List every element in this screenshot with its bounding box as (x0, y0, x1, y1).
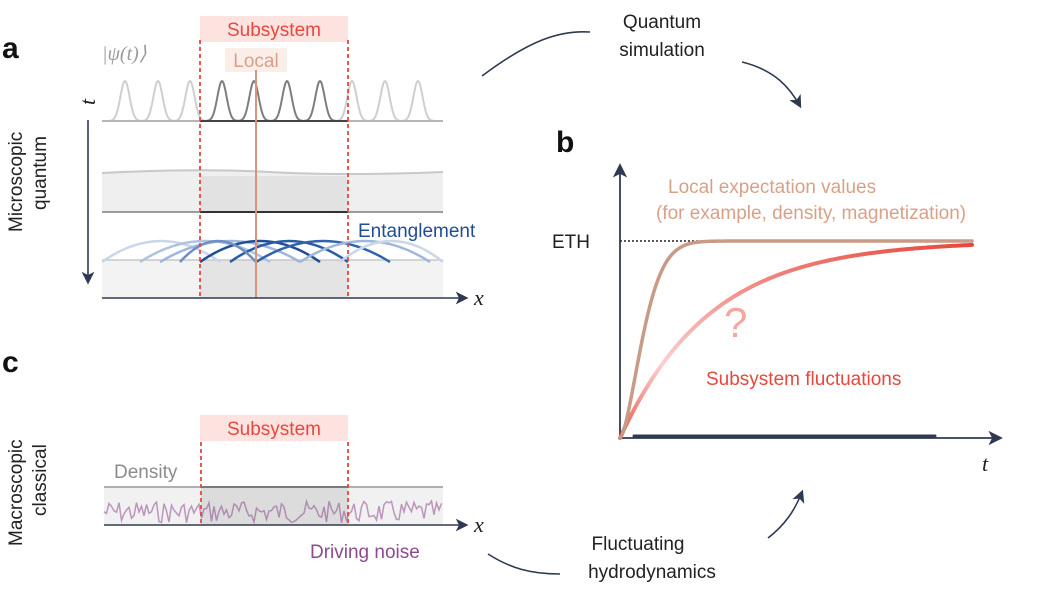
panel-c-side-label-1: Macroscopic (6, 439, 27, 546)
subsystem-label-a: Subsystem (227, 20, 321, 41)
subsystem-fluctuations-label: Subsystem fluctuations (706, 369, 901, 390)
wave-packets (108, 79, 435, 122)
subsystem-header-c (200, 415, 348, 441)
entanglement-arc (179, 239, 257, 263)
wave-packet (401, 79, 435, 122)
wave-packet (205, 79, 239, 122)
t-axis-label-b: t (982, 451, 989, 476)
fluct-hydro-label-2: hydrodynamics (588, 562, 716, 583)
question-mark: ? (724, 299, 747, 346)
subsystem-label-c: Subsystem (227, 419, 321, 440)
entanglement-arc (101, 239, 221, 264)
x-axis-label-c: x (473, 512, 484, 537)
entanglement-arc (199, 239, 321, 264)
band-row-2-top (101, 169, 444, 175)
driving-noise-trace (103, 498, 443, 525)
wave-packet (303, 79, 337, 122)
panel-a-side-label-1: Microscopic (6, 132, 27, 232)
state-label: |ψ(t)⟩ (102, 43, 147, 65)
density-label: Density (114, 462, 178, 483)
wave-packet (368, 79, 402, 122)
subsystem-header-a (200, 16, 348, 42)
entanglement-arc (255, 239, 391, 264)
arrow-from-fluct-hydro (767, 489, 805, 539)
wave-packet (335, 79, 369, 122)
panel-label-a: a (2, 32, 19, 65)
t-axis-label-a: t (75, 98, 100, 105)
entanglement-label: Entanglement (358, 221, 476, 242)
entanglement-arc (229, 239, 349, 264)
local-label: Local (233, 51, 278, 72)
eth-label: ETH (552, 232, 590, 253)
local-expectation-curve (618, 239, 974, 440)
entanglement-arc (299, 239, 431, 264)
band-row-3-sub (200, 260, 348, 298)
wave-packet (108, 79, 142, 122)
local-header (225, 48, 287, 72)
fluct-hydro-label-1: Fluctuating (592, 534, 685, 555)
entanglement-arcs (101, 239, 444, 264)
driving-noise-label: Driving noise (310, 542, 420, 563)
arrow-from-quantum-sim (741, 61, 802, 109)
subsystem-fluctuation-curve (618, 242, 974, 440)
x-axis-label-a: x (473, 285, 484, 310)
arrow-to-fluct-hydro (487, 553, 561, 575)
local-expectation-label-1: Local expectation values (668, 177, 876, 198)
entanglement-arc (159, 239, 301, 264)
local-expectation-label-2: (for example, density, magnetization) (656, 203, 966, 224)
panel-a-side-label-2: quantum (30, 136, 51, 210)
quantum-sim-label-1: Quantum (623, 12, 701, 33)
wave-packet (173, 79, 207, 122)
quantum-sim-label-2: simulation (619, 40, 705, 61)
entanglement-arc (339, 239, 444, 263)
panel-label-c: c (2, 346, 19, 379)
panel-c-side-label-2: classical (30, 444, 51, 516)
arrow-to-quantum-sim (481, 30, 591, 77)
panel-label-b: b (556, 126, 574, 159)
wave-packet (237, 79, 271, 122)
wave-packet (141, 79, 175, 122)
band-row-2-sub (200, 176, 348, 212)
wave-packet (270, 79, 304, 122)
